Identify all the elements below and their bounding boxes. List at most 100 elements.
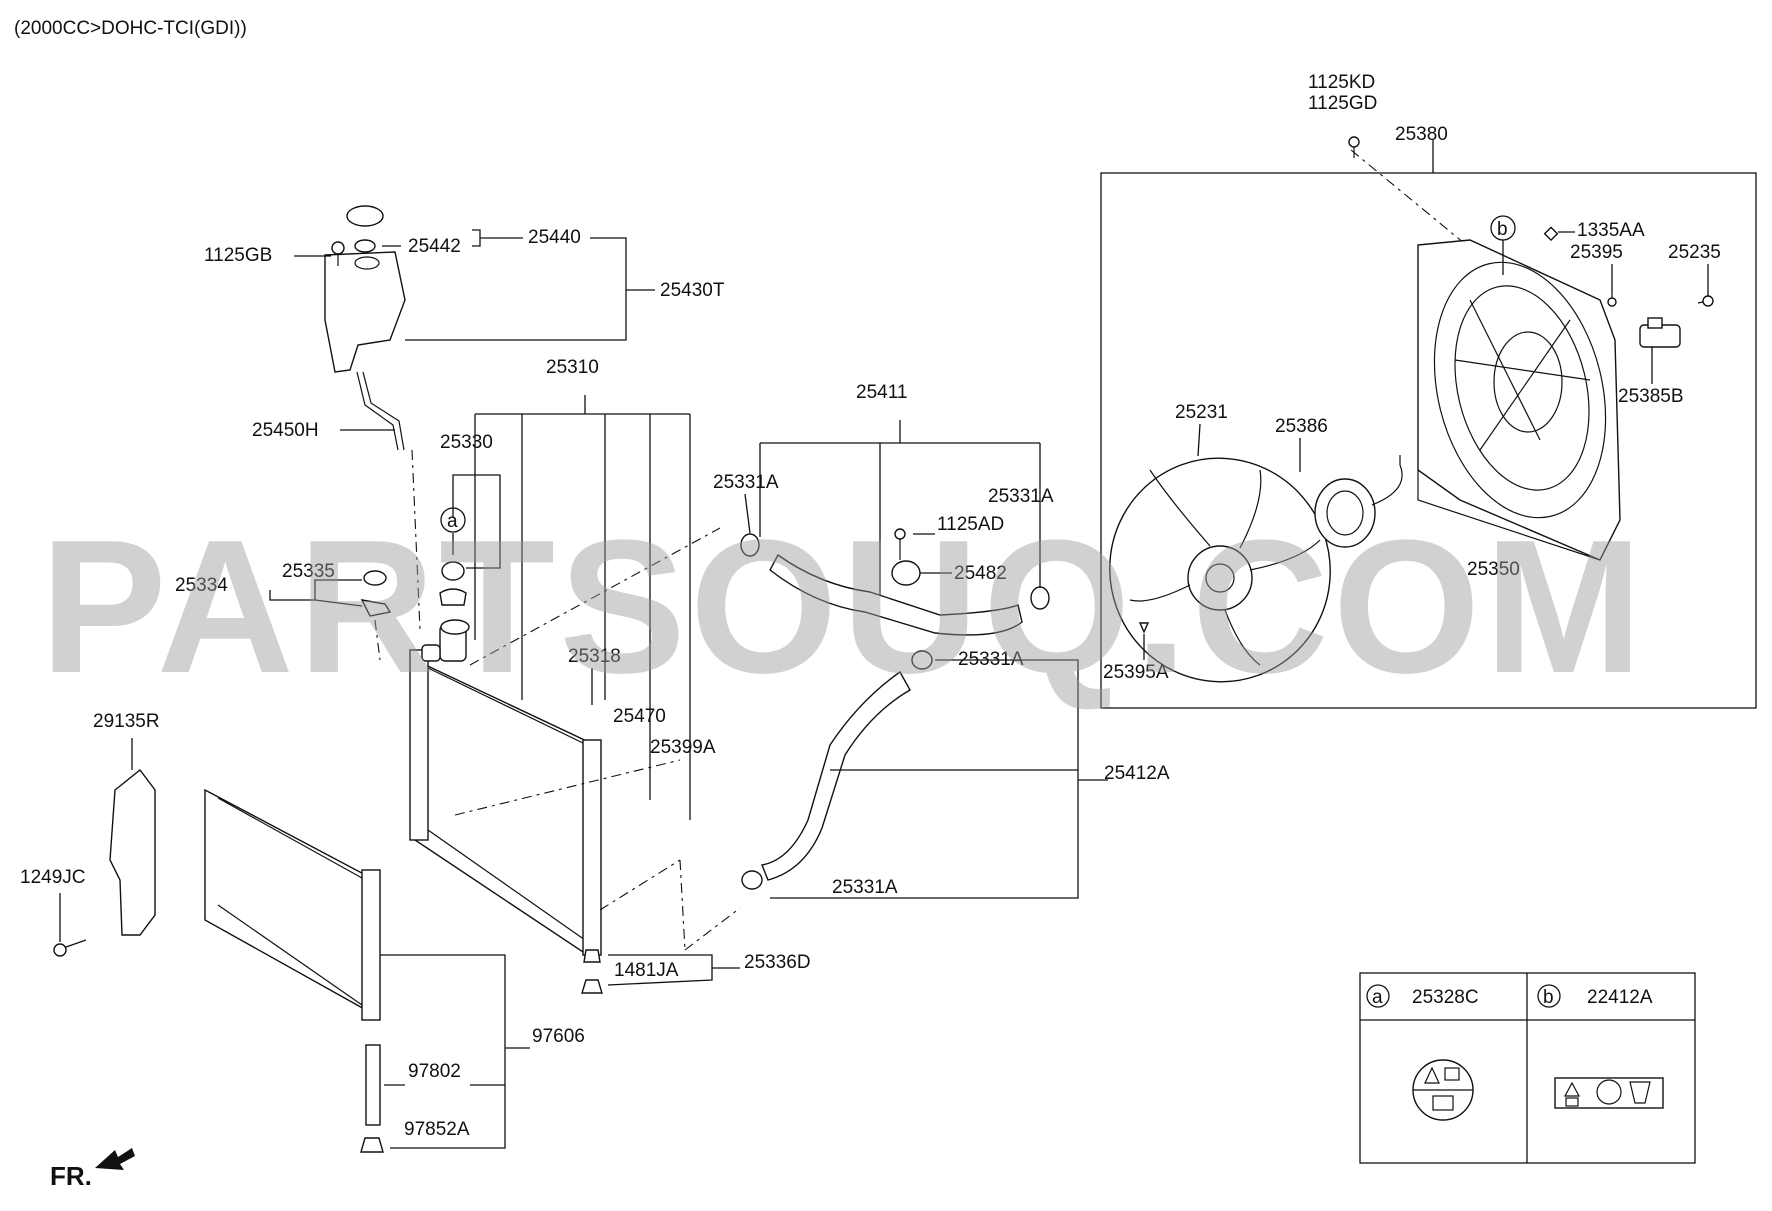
- legend-table: a 25328C b 22412A: [1359, 972, 1696, 1164]
- legend-b-part[interactable]: 22412A: [1587, 987, 1653, 1008]
- part-label[interactable]: 25330: [440, 432, 493, 453]
- part-label[interactable]: 25412A: [1104, 763, 1170, 784]
- part-label[interactable]: 25336D: [744, 952, 811, 973]
- dash-lower-c: [684, 907, 741, 951]
- part-label[interactable]: 25235: [1668, 242, 1721, 263]
- reservoir-group: [294, 205, 655, 631]
- dryer-97802-part[interactable]: [365, 1044, 381, 1126]
- resistor-25385b-part[interactable]: [1639, 317, 1681, 348]
- a-marker-letter: a: [447, 511, 458, 532]
- front-direction-label: FR.: [50, 1161, 92, 1191]
- legend-a-circle: [1366, 984, 1390, 1008]
- fan-shroud-part[interactable]: [1409, 239, 1631, 561]
- part-label[interactable]: 25231: [1175, 402, 1228, 423]
- bolt-1125ad-part[interactable]: [894, 528, 906, 560]
- legend-b-letter: b: [1543, 987, 1554, 1008]
- clip-1335aa-part[interactable]: [1543, 226, 1559, 242]
- leader-25331a-1: [744, 493, 751, 534]
- hose-group: [740, 420, 1108, 899]
- engine-spec-header: (2000CC>DOHC-TCI(GDI)): [14, 18, 247, 39]
- cap-25442-part[interactable]: [346, 205, 384, 253]
- reservoir-tank-part[interactable]: [324, 251, 406, 373]
- part-label[interactable]: 25350: [1467, 559, 1520, 580]
- callout-labels: 1125KD 1125GD 25380 b 1335AA 25395 25235…: [20, 72, 1721, 1140]
- dash-hose-upper: [469, 527, 721, 666]
- filler-neck-part[interactable]: [421, 619, 470, 662]
- leader-25334: [314, 599, 363, 607]
- part-label[interactable]: 25331A: [958, 649, 1024, 670]
- bracket-25440: [472, 229, 481, 247]
- bolt-1125kd-part[interactable]: [1348, 136, 1360, 158]
- part-label[interactable]: 25331A: [713, 472, 779, 493]
- part-label[interactable]: 1249JC: [20, 867, 86, 888]
- part-label[interactable]: 1125KD: [1308, 72, 1375, 93]
- legend-a-letter: a: [1372, 987, 1383, 1008]
- part-label[interactable]: 25411: [856, 382, 907, 403]
- bracket-25412a: [770, 659, 1079, 899]
- part-label[interactable]: 97802: [408, 1061, 461, 1082]
- part-label[interactable]: 1125GD: [1308, 93, 1377, 114]
- upper-hose-part[interactable]: [769, 553, 1023, 636]
- bolt-1125gb-part[interactable]: [331, 241, 345, 266]
- cap-97852a-part[interactable]: [360, 1137, 384, 1153]
- part-label[interactable]: 25331A: [988, 486, 1054, 507]
- part-label[interactable]: 25386: [1275, 416, 1328, 437]
- part-label[interactable]: 25442: [408, 236, 461, 257]
- radiator-group: [269, 395, 741, 994]
- radiator-core-part[interactable]: [409, 649, 602, 962]
- part-label[interactable]: 25440: [528, 227, 581, 248]
- clamp-lower-bottom[interactable]: [741, 870, 763, 890]
- fan-blade-part[interactable]: [1078, 427, 1361, 713]
- watermark-text: PARTSOUQ.COM: [40, 501, 1647, 713]
- part-label[interactable]: 25430T: [660, 280, 725, 301]
- leader-1125kd: [1350, 149, 1471, 249]
- dash-core: [454, 759, 681, 816]
- air-guard-29135r-part[interactable]: [109, 769, 156, 936]
- part-label[interactable]: 29135R: [93, 711, 160, 732]
- part-label[interactable]: 25331A: [832, 877, 898, 898]
- hose-25450h-part[interactable]: [356, 371, 405, 451]
- condenser-part[interactable]: [204, 788, 381, 1021]
- clamp-upper-left[interactable]: [740, 533, 760, 557]
- drain-plug-part[interactable]: [581, 949, 603, 994]
- fan-assembly-group: [1078, 136, 1757, 713]
- bracket-97606: [380, 954, 506, 1149]
- part-label[interactable]: 25318: [568, 646, 621, 667]
- condenser-group: [53, 738, 530, 1153]
- seal-a-part[interactable]: [439, 561, 467, 606]
- legend-a-part[interactable]: 25328C: [1412, 987, 1479, 1008]
- part-label[interactable]: 25385B: [1618, 386, 1684, 407]
- part-label[interactable]: 97852A: [404, 1119, 470, 1140]
- warning-label-a-icon: [1412, 1059, 1474, 1121]
- part-label[interactable]: 97606: [532, 1026, 585, 1047]
- bolt-1249jc-part[interactable]: [53, 939, 87, 957]
- screw-25395a-part[interactable]: [1138, 622, 1150, 634]
- part-label[interactable]: 1335AA: [1577, 220, 1645, 241]
- part-label[interactable]: 1125AD: [937, 514, 1004, 535]
- bracket-25430t: [405, 237, 627, 341]
- part-label[interactable]: 25335: [282, 561, 335, 582]
- part-label[interactable]: 25395A: [1103, 662, 1169, 683]
- lower-hose-part[interactable]: [761, 670, 911, 881]
- leader-25231: [1197, 423, 1201, 457]
- bolt-25395-part[interactable]: [1607, 292, 1617, 307]
- part-label[interactable]: 25334: [175, 575, 228, 596]
- part-label[interactable]: 25395: [1570, 242, 1623, 263]
- part-label[interactable]: 25380: [1395, 124, 1448, 145]
- part-label[interactable]: 25399A: [650, 737, 716, 758]
- part-label[interactable]: 25450H: [252, 420, 319, 441]
- warning-label-b-icon: [1554, 1077, 1664, 1109]
- fan-motor-part[interactable]: [1314, 455, 1403, 548]
- part-label[interactable]: 1125GB: [204, 245, 272, 266]
- front-direction-arrow: [95, 1148, 135, 1170]
- fan-assembly-box: [1100, 172, 1757, 709]
- plug-25335-part[interactable]: [360, 570, 392, 617]
- part-label[interactable]: 25310: [546, 357, 599, 378]
- part-label[interactable]: 25482: [954, 563, 1007, 584]
- dash-plug: [374, 619, 381, 661]
- part-label[interactable]: 25470: [613, 706, 666, 727]
- bolt-25235-part[interactable]: [1697, 295, 1714, 307]
- part-label[interactable]: 1481JA: [614, 960, 679, 981]
- clamp-lower-top[interactable]: [911, 650, 933, 670]
- dash-lower-b: [679, 859, 686, 951]
